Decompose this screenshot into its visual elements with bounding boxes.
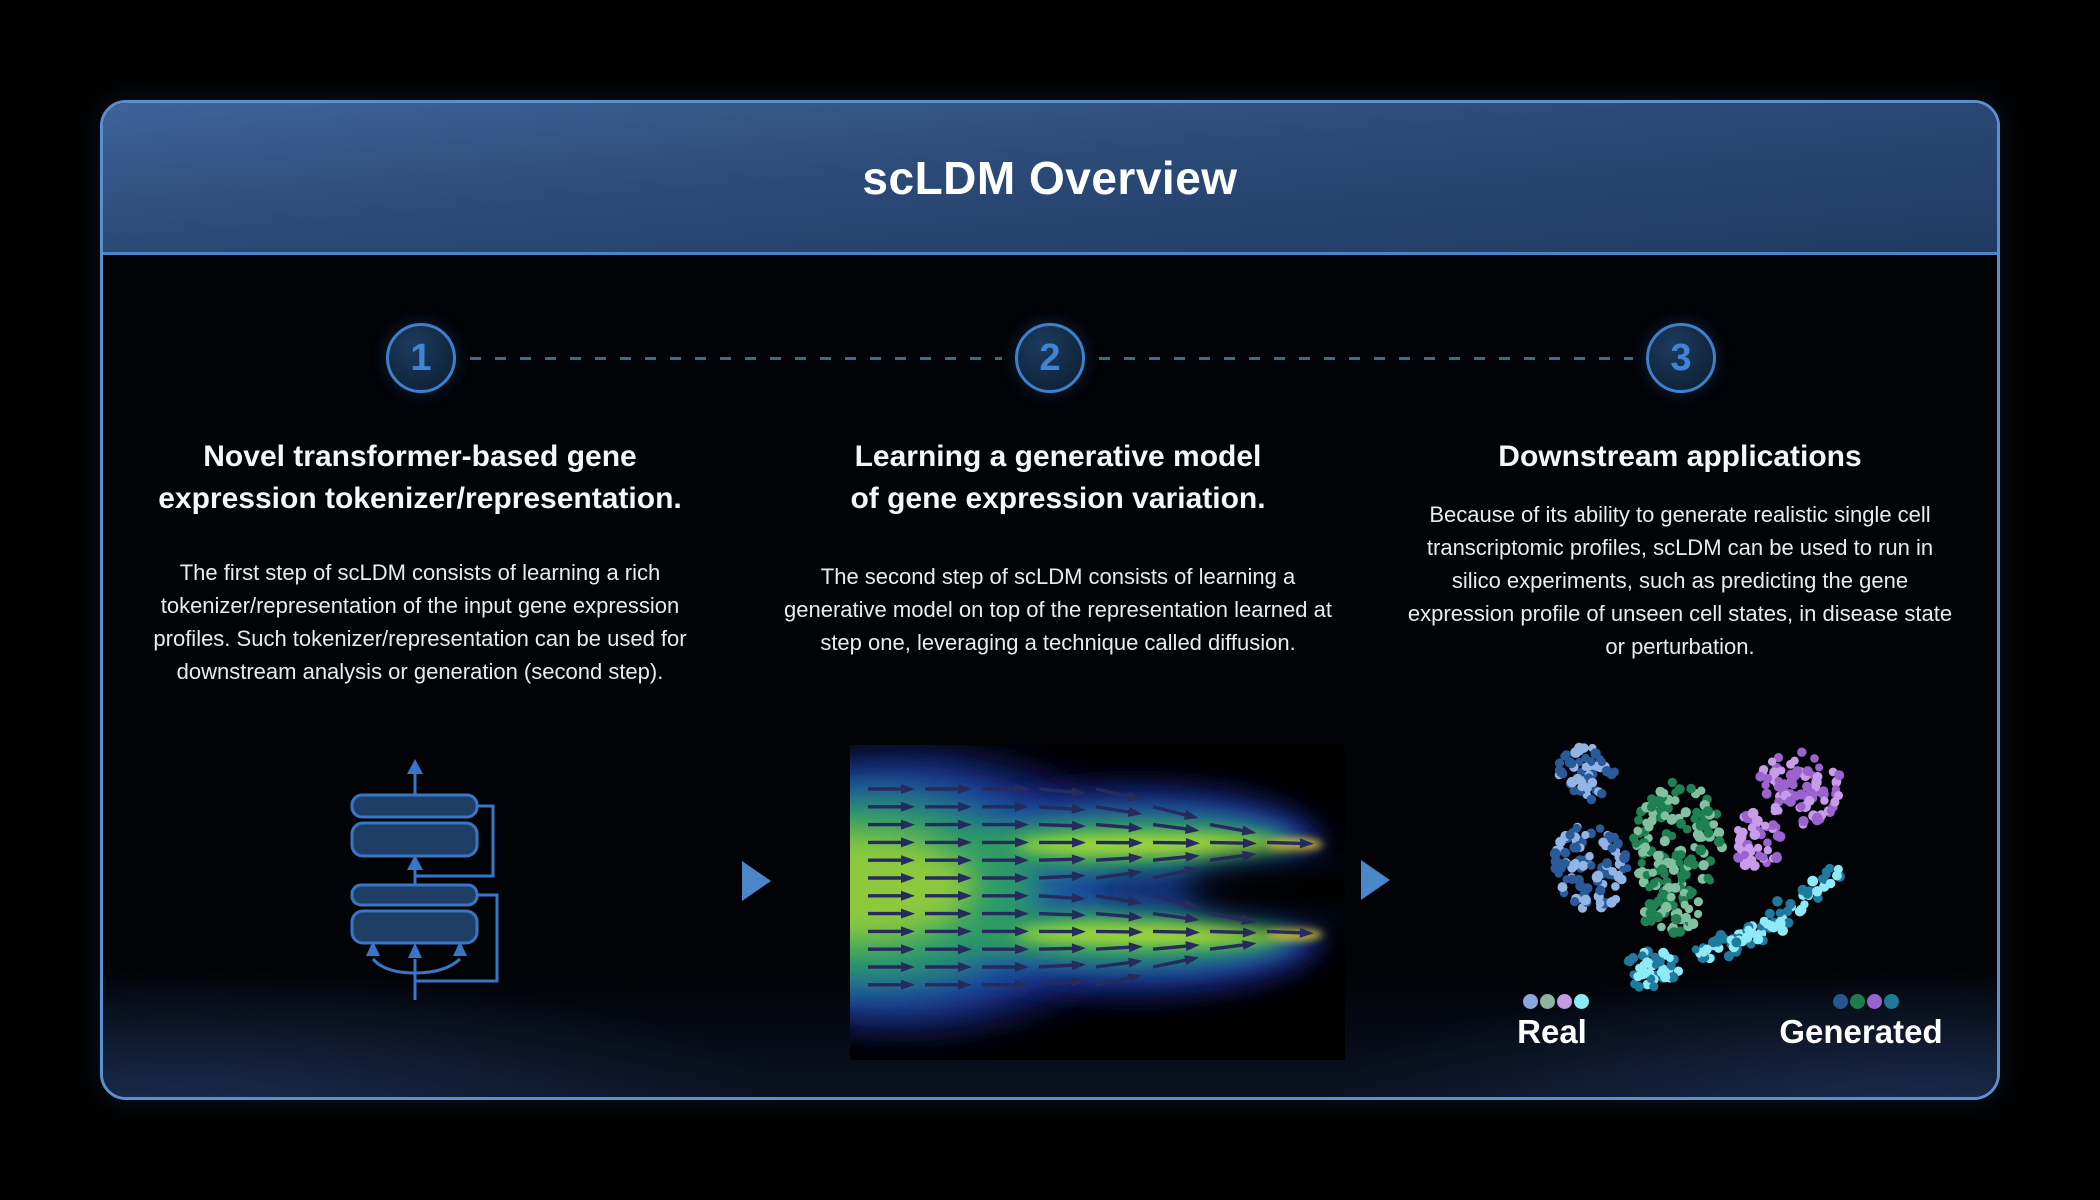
flow-arrow-icon-2 bbox=[1361, 860, 1390, 900]
legend-dot-1 bbox=[1540, 994, 1555, 1009]
transformer-diagram bbox=[350, 759, 499, 1000]
step-1-description: The first step of scLDM consists of lear… bbox=[153, 560, 687, 684]
step-3-description: Because of its ability to generate reali… bbox=[1407, 502, 1953, 659]
step-3-badge: 3 bbox=[1646, 323, 1716, 393]
step-1-number: 1 bbox=[410, 336, 432, 379]
legend-dot-0 bbox=[1833, 994, 1848, 1009]
flow-arrow-icon-1 bbox=[742, 861, 771, 901]
real-legend-dots bbox=[1523, 994, 1589, 1009]
legend-dot-3 bbox=[1884, 994, 1899, 1009]
legend-dot-1 bbox=[1850, 994, 1865, 1009]
step-1-heading: Novel transformer-based gene expression … bbox=[158, 440, 682, 515]
diffusion-field bbox=[850, 745, 1345, 1060]
step-connector-1-2 bbox=[470, 357, 1002, 360]
legend-dot-2 bbox=[1557, 994, 1572, 1009]
step-1-badge: 1 bbox=[386, 323, 456, 393]
umap-scatter bbox=[1549, 742, 1845, 992]
step-2-description: The second step of scLDM consists of lea… bbox=[784, 564, 1332, 655]
step-2-heading: Learning a generative model of gene expr… bbox=[850, 440, 1266, 515]
step-3-number: 3 bbox=[1670, 336, 1692, 379]
card-header: scLDM Overview bbox=[103, 103, 1997, 255]
step-connector-2-3 bbox=[1099, 357, 1633, 360]
step-2-badge: 2 bbox=[1015, 323, 1085, 393]
legend-dot-2 bbox=[1867, 994, 1882, 1009]
page-title: scLDM Overview bbox=[862, 151, 1238, 204]
real-label: Real bbox=[1517, 1013, 1587, 1050]
step-2-number: 2 bbox=[1039, 336, 1061, 379]
legend-dot-3 bbox=[1574, 994, 1589, 1009]
legend-dot-0 bbox=[1523, 994, 1538, 1009]
generated-legend-dots bbox=[1833, 994, 1899, 1009]
generated-label: Generated bbox=[1779, 1013, 1943, 1050]
step-3-heading: Downstream applications bbox=[1498, 440, 1862, 473]
